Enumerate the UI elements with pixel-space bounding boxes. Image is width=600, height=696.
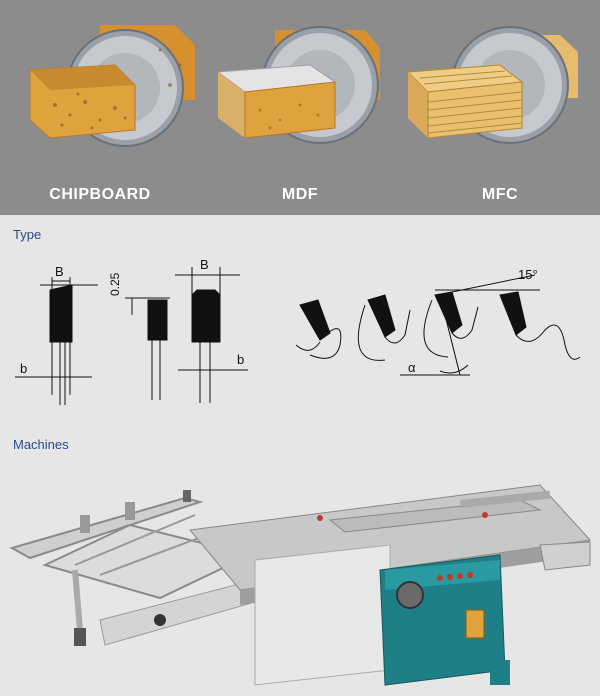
material-label-chipboard: CHIPBOARD	[49, 186, 151, 203]
dim-label-B-right: B	[200, 257, 209, 272]
dim-label-b-left: b	[20, 361, 28, 376]
tooth-type-diagram	[15, 267, 581, 405]
materials-panel: CHIPBOARD MDF	[0, 0, 600, 215]
angle-label-15: 15°	[518, 267, 538, 282]
mfc-saw-illustration	[406, 26, 578, 144]
mdf-saw-illustration	[216, 26, 380, 144]
dim-label-b-right: b	[237, 352, 245, 367]
control-dial-icon	[396, 581, 424, 609]
material-mdf: MDF	[200, 10, 400, 215]
material-mfc: MFC	[400, 10, 600, 215]
panel-saw-machine-illustration	[9, 484, 592, 686]
dim-label-B-left: B	[55, 264, 64, 279]
angle-label-alpha: α	[408, 360, 416, 375]
dim-label-025: 0.25	[108, 272, 122, 296]
type-heading: Type	[13, 227, 42, 242]
machines-heading: Machines	[13, 437, 69, 452]
material-chipboard: CHIPBOARD	[0, 10, 200, 215]
material-label-mfc: MFC	[481, 186, 519, 203]
warning-plate-icon	[465, 609, 485, 639]
material-label-mdf: MDF	[281, 186, 319, 203]
chipboard-saw-illustration	[29, 25, 195, 147]
